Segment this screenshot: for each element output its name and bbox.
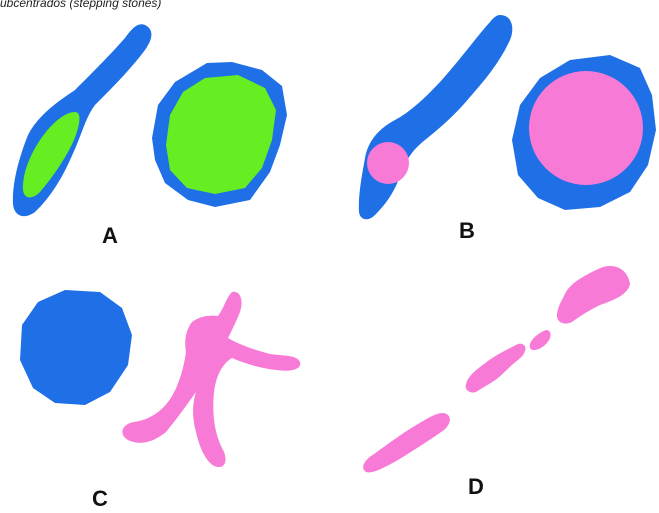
panel-d-stepping-stone-4	[363, 413, 450, 472]
panel-c-label: C	[92, 486, 108, 511]
panel-d-stepping-stone-3	[466, 344, 526, 393]
panel-b-label: B	[459, 218, 475, 243]
panel-c-branched-pink	[122, 292, 300, 467]
panel-b-patch-pink	[529, 71, 643, 185]
panel-a: A	[13, 24, 287, 248]
panel-d: D	[363, 266, 630, 499]
panel-c: C	[20, 290, 300, 511]
panel-a-label: A	[102, 223, 118, 248]
panel-b-corridor-blue	[359, 15, 512, 219]
panel-d-label: D	[468, 474, 484, 499]
panel-d-stepping-stone-1	[557, 266, 630, 324]
panel-c-patch-blue	[20, 290, 132, 405]
panel-b-stepping-stone-pink	[367, 142, 409, 184]
panel-b: B	[359, 15, 656, 243]
panel-d-stepping-stone-2	[530, 330, 551, 350]
